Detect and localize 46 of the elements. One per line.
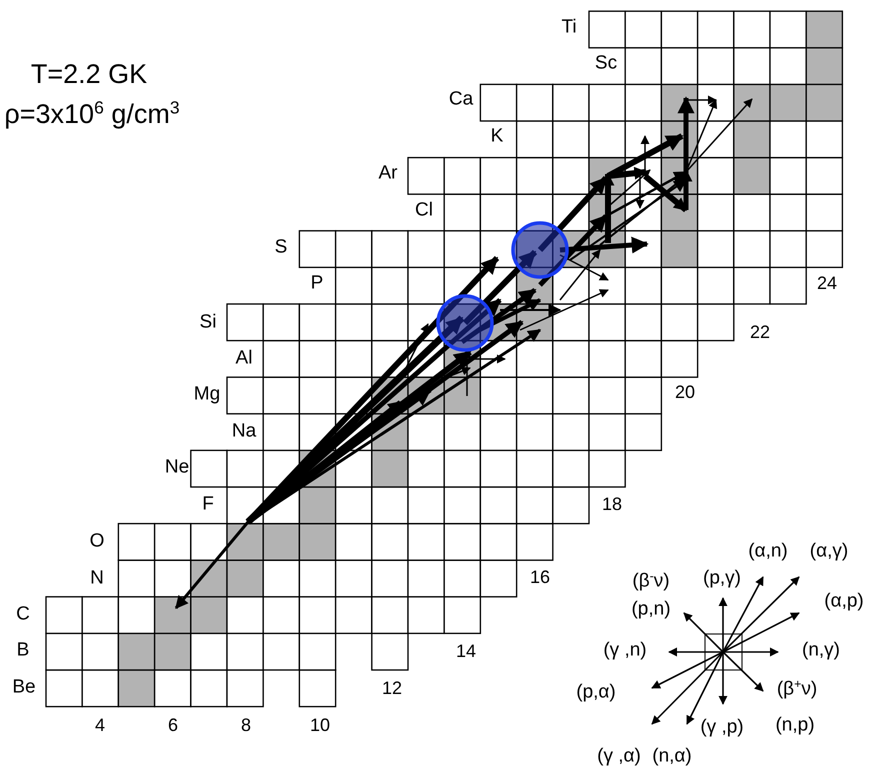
element-label: Ne <box>164 458 190 478</box>
reaction-label: (γ ,p) <box>700 718 744 738</box>
reaction-label: (γ ,α) <box>597 746 641 768</box>
element-label: Ti <box>561 18 577 38</box>
reaction-label: (p,n) <box>631 600 671 620</box>
reaction-label: (p,γ) <box>703 568 741 590</box>
element-label: Na <box>232 422 256 442</box>
reaction-label: (α,p) <box>824 592 864 612</box>
condition-text: ρ=3x10$^{6}$ g/cm$^{3}$ <box>4 100 180 130</box>
condition-text: T=2.2 GK <box>30 60 148 90</box>
element-label: K <box>490 126 504 148</box>
element-label: Al <box>236 348 252 370</box>
reaction-label: (β$^{+}$ν) <box>776 680 818 700</box>
element-label: Mg <box>194 384 220 406</box>
element-label: Be <box>12 678 36 698</box>
element-label: O <box>90 532 104 552</box>
element-label: N <box>90 568 104 590</box>
reaction-label: (p,α) <box>576 682 616 704</box>
neutron-number-label: 22 <box>750 323 770 343</box>
element-label: S <box>274 238 288 258</box>
reaction-label: (β$^{-}$ν) <box>632 572 670 592</box>
element-label: F <box>202 494 214 516</box>
neutron-number-label: 18 <box>602 495 622 515</box>
neutron-number-label: 10 <box>310 716 330 736</box>
element-label: Cl <box>415 200 433 222</box>
reaction-label: (γ ,n) <box>603 640 647 662</box>
reaction-label: (n,α) <box>652 746 692 768</box>
neutron-number-label: 24 <box>816 274 838 294</box>
element-label: Ar <box>378 164 398 184</box>
element-label: Ca <box>448 90 474 110</box>
reaction-label: (α,γ) <box>810 542 848 562</box>
neutron-number-label: 12 <box>382 679 402 699</box>
element-label: Si <box>200 312 216 334</box>
element-label: C <box>16 604 30 626</box>
element-label: Sc <box>594 54 618 74</box>
neutron-number-label: 20 <box>674 383 696 403</box>
neutron-number-label: 14 <box>456 642 476 662</box>
reaction-label: (n,p) <box>775 716 815 736</box>
neutron-number-label: 16 <box>530 568 550 588</box>
reaction-label: (n,γ) <box>802 640 840 662</box>
neutron-number-label: 8 <box>241 716 251 736</box>
element-label: P <box>310 274 324 294</box>
neutron-number-label: 6 <box>168 716 178 736</box>
neutron-number-label: 4 <box>95 716 105 736</box>
element-label: B <box>16 640 30 662</box>
reaction-label: (α,n) <box>748 542 788 562</box>
